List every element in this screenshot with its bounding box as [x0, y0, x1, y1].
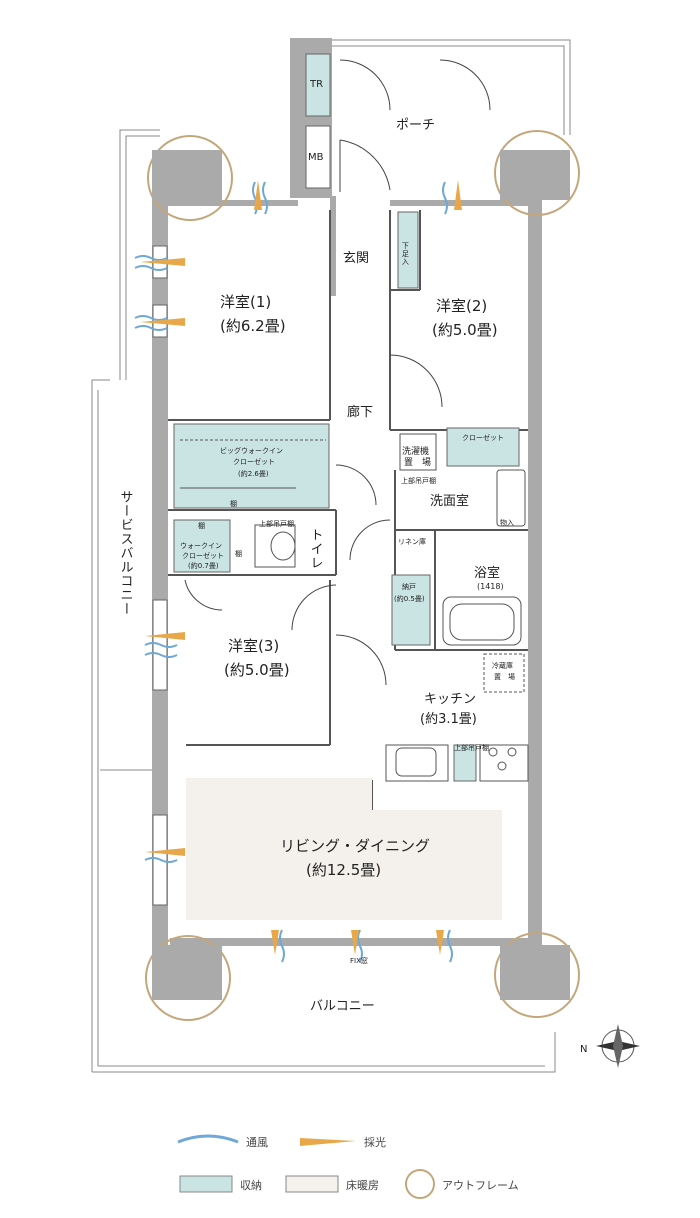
shoe-box-label: 下足入	[401, 242, 410, 266]
upper-cabinet-label: 上部吊戸棚	[259, 520, 294, 528]
porch-label: ポーチ	[396, 118, 436, 133]
north-label: N	[580, 1044, 588, 1055]
service-balcony-label: サービスバルコニー	[117, 490, 133, 616]
big-wic-label-2: クローゼット	[233, 458, 275, 466]
balcony-label: バルコニー	[310, 999, 375, 1014]
mb-box	[305, 125, 331, 189]
columns	[152, 150, 570, 1000]
kitchen-label: キッチン	[424, 692, 477, 707]
floor-heating-area	[186, 778, 502, 920]
wic-label-2: クローゼット	[182, 552, 224, 560]
western-room-2-label: 洋室(2)	[436, 297, 488, 315]
fix-window-label: FIX窓	[350, 957, 368, 965]
fridge-label-2: 置 場	[494, 673, 515, 681]
linen-label: リネン庫	[398, 538, 426, 546]
floor-heating-legend-swatch	[285, 1175, 339, 1193]
fixtures	[180, 433, 529, 782]
compass-icon	[596, 1024, 640, 1068]
tr-label: TR	[310, 79, 324, 90]
washer-area-label: 洗濯機	[402, 447, 430, 457]
legend-floor-heating: 床暖房	[346, 1179, 379, 1192]
western-room-1-area: (約6.2畳)	[220, 317, 286, 335]
shelf-label: 棚	[230, 500, 237, 508]
storeroom-label: 納戸	[402, 583, 416, 591]
closet-label: クローゼット	[462, 434, 504, 442]
legend-graphics	[177, 1134, 435, 1199]
legend-outframe: アウトフレーム	[442, 1179, 519, 1192]
balcony-railing	[91, 39, 571, 1073]
legend-daylight: 採光	[364, 1136, 386, 1149]
big-wic-area: (約2.6畳)	[238, 470, 269, 478]
wic-area: (約0.7畳)	[188, 562, 219, 570]
wic-label: ウォークイン	[180, 542, 222, 550]
fridge-label: 冷蔵庫	[492, 662, 513, 670]
walls	[152, 38, 542, 946]
tr-box	[305, 53, 331, 117]
outframe-legend-icon	[405, 1169, 435, 1199]
storage-item-label: 物入	[500, 519, 514, 527]
storeroom-area: (約0.5畳)	[394, 595, 425, 603]
big-wic-label: ビッグウォークイン	[220, 447, 283, 455]
daylight-legend-icon	[300, 1138, 356, 1146]
outframe-circles	[145, 130, 580, 1021]
washroom-label: 洗面室	[430, 494, 470, 509]
shelf-label-3: 棚	[235, 550, 242, 558]
entrance-label: 玄関	[343, 251, 370, 266]
western-room-1-label: 洋室(1)	[220, 293, 272, 311]
bath-size: (1418)	[477, 582, 504, 591]
doors	[184, 59, 491, 686]
upper-cabinet-2-label: 上部吊戸棚	[401, 477, 436, 485]
western-room-2-area: (約5.0畳)	[432, 321, 498, 339]
storage-legend-swatch	[179, 1175, 233, 1193]
shelf-label-2: 棚	[198, 522, 205, 530]
ventilation-marks	[134, 180, 462, 963]
legend-ventilation: 通風	[246, 1136, 268, 1149]
legend-storage: 収納	[240, 1179, 262, 1192]
washer-area-label-2: 置 場	[404, 458, 432, 468]
living-area: (約12.5畳)	[306, 861, 382, 879]
living-label: リビング・ダイニング	[280, 837, 431, 855]
toilet-label: トイレ	[307, 528, 323, 570]
mb-label: MB	[308, 152, 324, 163]
western-room-3-label: 洋室(3)	[228, 637, 280, 655]
western-room-3-area: (約5.0畳)	[224, 661, 290, 679]
storage-areas	[173, 211, 520, 782]
bath-label: 浴室	[474, 566, 501, 581]
kitchen-area: (約3.1畳)	[420, 712, 477, 727]
kitchen-cabinet-label: 上部吊戸棚	[454, 744, 489, 752]
ventilation-legend-icon	[177, 1134, 239, 1144]
hallway-label: 廊下	[347, 405, 374, 420]
